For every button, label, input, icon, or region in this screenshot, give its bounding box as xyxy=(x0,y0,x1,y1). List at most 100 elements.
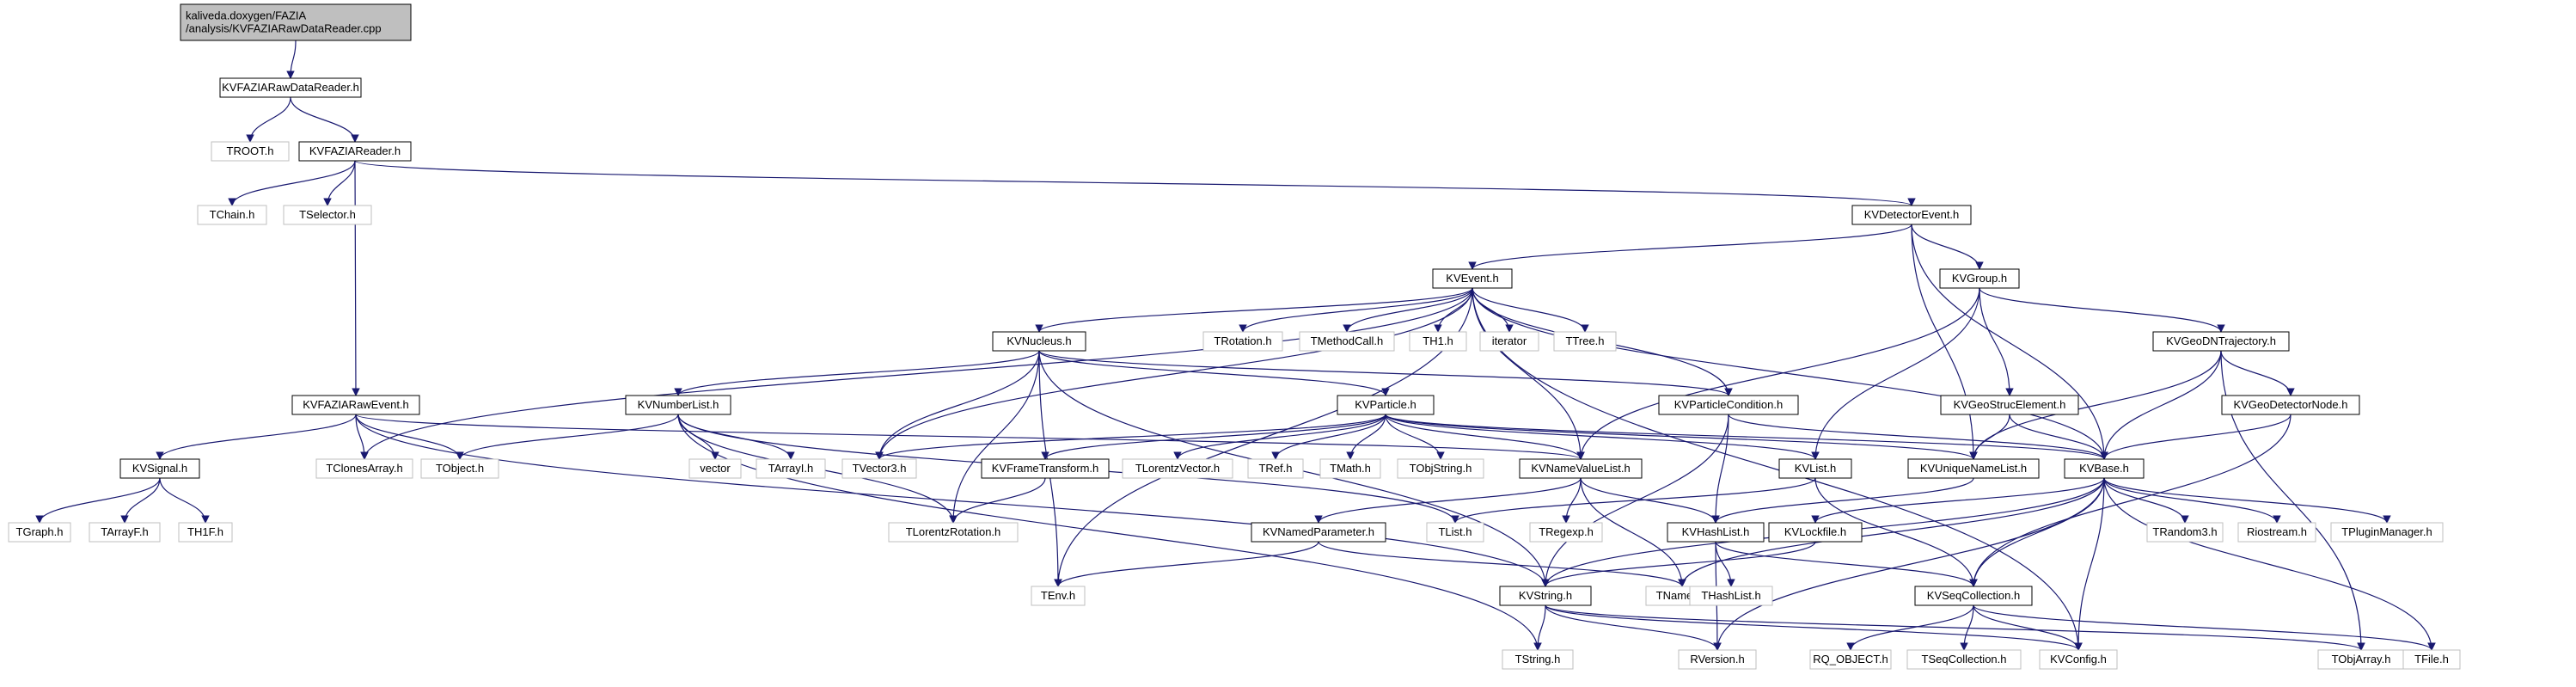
node-label: TH1F.h xyxy=(187,525,223,538)
node-label: THashList.h xyxy=(1701,589,1760,602)
node-KVSignal[interactable]: KVSignal.h xyxy=(119,458,200,479)
node-box xyxy=(1778,458,1852,479)
node-KVGeoDetectorNode[interactable]: KVGeoDetectorNode.h xyxy=(2221,395,2360,415)
node-label: TChain.h xyxy=(210,208,255,221)
node-KVGroup[interactable]: KVGroup.h xyxy=(1939,268,2020,289)
node-KVConfig: KVConfig.h xyxy=(2039,649,2118,670)
edge-KVParticleCondition-to-KVBase xyxy=(1728,414,2108,460)
node-KVFAZIAReader[interactable]: KVFAZIAReader.h xyxy=(298,141,412,162)
node-label: TList.h xyxy=(1438,525,1472,538)
edge-KVNucleus-to-TVector3 xyxy=(875,350,1040,460)
node-label: TString.h xyxy=(1515,653,1561,666)
node-TSeqCollection: TSeqCollection.h xyxy=(1906,649,2022,670)
edge-KVEvent-to-TMethodCall xyxy=(1343,287,1473,333)
node-box xyxy=(2221,395,2360,415)
node-KVEvent[interactable]: KVEvent.h xyxy=(1432,268,1513,289)
node-KVParticleCondition[interactable]: KVParticleCondition.h xyxy=(1658,395,1799,415)
node-KVGeoDNTrajectory[interactable]: KVGeoDNTrajectory.h xyxy=(2152,331,2290,352)
edge-KVEvent-to-TVector3 xyxy=(875,287,1473,460)
node-KVSeqCollection[interactable]: KVSeqCollection.h xyxy=(1914,586,2033,606)
node-KVParticle[interactable]: KVParticle.h xyxy=(1337,395,1435,415)
edge-KVEvent-to-TTree xyxy=(1472,287,1589,333)
edge-KVFAZIAReader-to-KVFAZIARawEvent xyxy=(352,160,360,396)
node-label: TGraph.h xyxy=(16,525,64,538)
edge-KVString-to-TObjArray xyxy=(1545,604,2365,651)
node-TMethodCall: TMethodCall.h xyxy=(1299,331,1395,352)
edge-KVBase-to-TPluginManager xyxy=(2103,477,2391,524)
edge-KVNucleus-to-KVNumberList xyxy=(674,350,1040,396)
edge-KVFAZIAReader-to-KVDetectorEvent xyxy=(354,160,1916,206)
node-KVFAZIARawEvent[interactable]: KVFAZIARawEvent.h xyxy=(291,395,420,415)
node-KVDetectorEvent[interactable]: KVDetectorEvent.h xyxy=(1851,205,1972,225)
node-label: KVParticle.h xyxy=(1355,398,1416,411)
node-box xyxy=(1906,649,2022,670)
edge-KVBase-to-KVLockfile xyxy=(1811,477,2105,524)
node-KVList[interactable]: KVList.h xyxy=(1778,458,1852,479)
node-TRegexp: TRegexp.h xyxy=(1529,522,1603,543)
node-label: TClonesArray.h xyxy=(326,462,402,475)
edge-KVGeoDetectorNode-to-KVSeqCollection xyxy=(1969,414,2291,587)
node-label: KVFrameTransform.h xyxy=(992,462,1099,475)
node-label: RQ_OBJECT.h xyxy=(1813,653,1888,666)
node-box xyxy=(2152,331,2290,352)
node-label: TH1.h xyxy=(1423,334,1453,347)
node-label: TPluginManager.h xyxy=(2341,525,2432,538)
node-box xyxy=(211,141,290,162)
node-box xyxy=(1031,586,1086,606)
node-label: KVHashList.h xyxy=(1682,525,1750,538)
node-label: iterator xyxy=(1492,334,1527,347)
node-label: KVNameValueList.h xyxy=(1531,462,1630,475)
node-label: KVBase.h xyxy=(2079,462,2129,475)
node-KVUniqueNameList[interactable]: KVUniqueNameList.h xyxy=(1907,458,2040,479)
node-box xyxy=(2237,522,2316,543)
edge-KVParticle-to-TRef xyxy=(1271,414,1386,460)
edge-KVDetectorEvent-to-KVUniqueNameList xyxy=(1911,224,1978,460)
node-label: KVSignal.h xyxy=(132,462,187,475)
edge-KVFAZIAReader-to-TSelector xyxy=(323,160,356,206)
node-KVBase[interactable]: KVBase.h xyxy=(2064,458,2145,479)
edge-KVList-to-TList xyxy=(1451,477,1816,524)
node-KVNumberList[interactable]: KVNumberList.h xyxy=(625,395,731,415)
node-box xyxy=(219,77,362,98)
edge-KVFAZIARawEvent-to-TObject xyxy=(355,414,464,460)
node-TLorentzVector: TLorentzVector.h xyxy=(1122,458,1233,479)
edge-KVParticle-to-KVList xyxy=(1385,414,1820,460)
edge-KVParticle-to-KVFrameTransform xyxy=(1041,414,1386,460)
node-KVFrameTransform[interactable]: KVFrameTransform.h xyxy=(981,458,1110,479)
edge-KVDetectorEvent-to-KVEvent xyxy=(1468,224,1912,270)
node-box xyxy=(178,522,233,543)
edge-KVNamedParameter-to-TNamed xyxy=(1318,541,1686,587)
node-label: KVConfig.h xyxy=(2050,653,2107,666)
node-KVHashList[interactable]: KVHashList.h xyxy=(1667,522,1765,543)
node-box xyxy=(2402,649,2461,670)
node-label: KVLockfile.h xyxy=(1784,525,1846,538)
node-KVLockfile[interactable]: KVLockfile.h xyxy=(1768,522,1863,543)
node-box xyxy=(888,522,1019,543)
node-KVNameValueList[interactable]: KVNameValueList.h xyxy=(1519,458,1643,479)
node-box xyxy=(1499,586,1592,606)
node-box xyxy=(1914,586,2033,606)
node-box xyxy=(1658,395,1799,415)
node-KVGeoStrucElement[interactable]: KVGeoStrucElement.h xyxy=(1940,395,2079,415)
node-label: KVList.h xyxy=(1795,462,1836,475)
node-label: KVFAZIARawDataReader.h xyxy=(222,81,359,94)
node-box xyxy=(1502,649,1574,670)
edge-KVNameValueList-to-TNamed xyxy=(1580,477,1686,587)
node-label: TObjString.h xyxy=(1410,462,1472,475)
node-KVNucleus[interactable]: KVNucleus.h xyxy=(992,331,1086,352)
node-KVNamedParameter[interactable]: KVNamedParameter.h xyxy=(1251,522,1386,543)
node-box xyxy=(981,458,1110,479)
node-box xyxy=(1851,205,1972,225)
edge-KVEvent-to-TClonesArray xyxy=(360,287,1473,460)
edge-KVString-to-TString xyxy=(1533,604,1546,651)
node-KVFAZIARawDataReader[interactable]: KVFAZIARawDataReader.h xyxy=(219,77,362,98)
node-label: TVector3.h xyxy=(853,462,907,475)
node-label: KVFAZIAReader.h xyxy=(309,144,401,157)
edge-KVFAZIARawEvent-to-KVString xyxy=(355,414,1550,587)
edge-KVFAZIARawEvent-to-KVNameValueList xyxy=(355,414,1585,460)
node-box xyxy=(1251,522,1386,543)
node-label: TLorentzRotation.h xyxy=(906,525,1001,538)
node-KVString[interactable]: KVString.h xyxy=(1499,586,1592,606)
node-root[interactable]: kaliveda.doxygen/FAZIA/analysis/KVFAZIAR… xyxy=(180,3,412,41)
edge-KVSignal-to-TArrayF xyxy=(120,477,161,524)
